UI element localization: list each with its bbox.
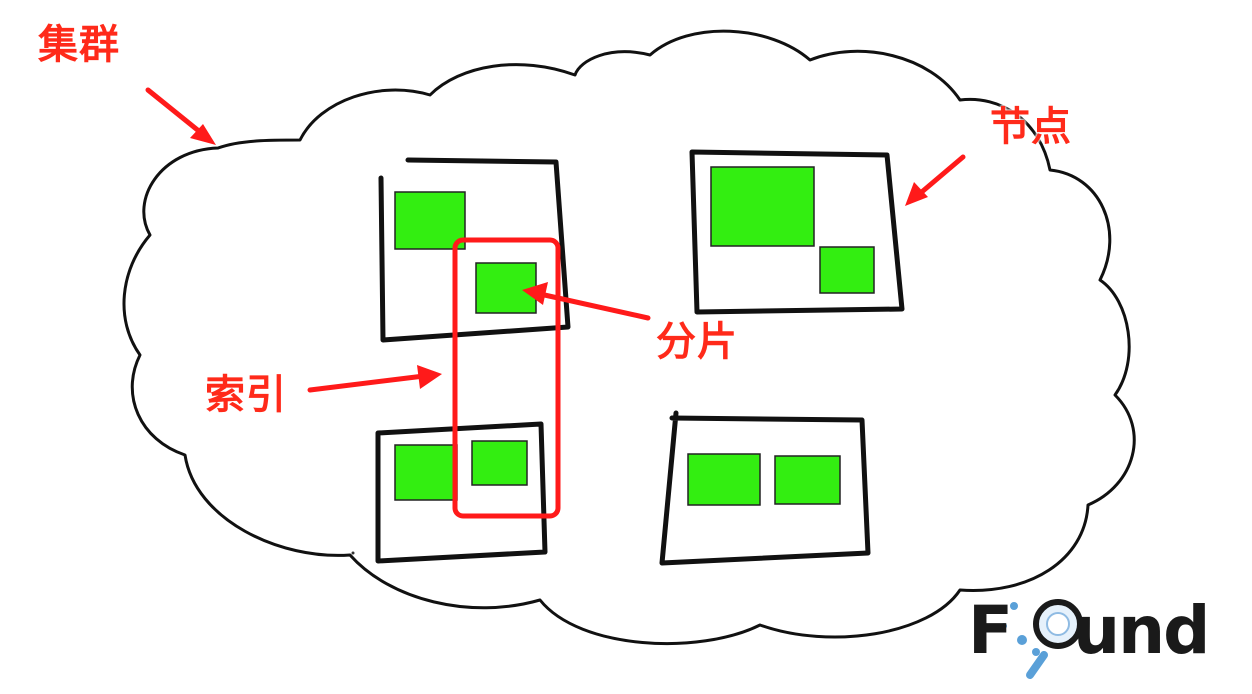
- arrow-index: [307, 365, 442, 393]
- label-index: 索引: [205, 372, 287, 418]
- index-highlight: [452, 237, 561, 519]
- node-box-1: [378, 157, 571, 343]
- shard-2a: [710, 166, 815, 247]
- label-cluster: 集群: [38, 22, 120, 68]
- shard-3a: [394, 444, 458, 501]
- arrow-shard: [522, 282, 651, 321]
- arrow-cluster: [145, 87, 216, 145]
- shard-2b: [819, 246, 875, 294]
- stray-dot: [351, 551, 355, 555]
- node-box-4: [659, 410, 871, 566]
- shard-4a: [687, 453, 761, 506]
- node-box-3: [375, 421, 548, 564]
- logo-o-slot: [1011, 590, 1073, 672]
- shard-4b: [774, 455, 841, 505]
- arrow-node: [905, 154, 966, 206]
- shard-1b: [475, 262, 537, 314]
- logo-letters-und: und: [1073, 592, 1210, 669]
- node-box-2: [689, 149, 905, 315]
- label-node: 节点: [990, 104, 1072, 150]
- logo-letter-f: F: [968, 592, 1013, 669]
- cluster-cloud: [122, 29, 1136, 645]
- shard-1a: [394, 191, 466, 250]
- label-shard: 分片: [656, 319, 738, 365]
- shard-3b: [471, 440, 528, 486]
- magnifier-icon: [1001, 599, 1083, 679]
